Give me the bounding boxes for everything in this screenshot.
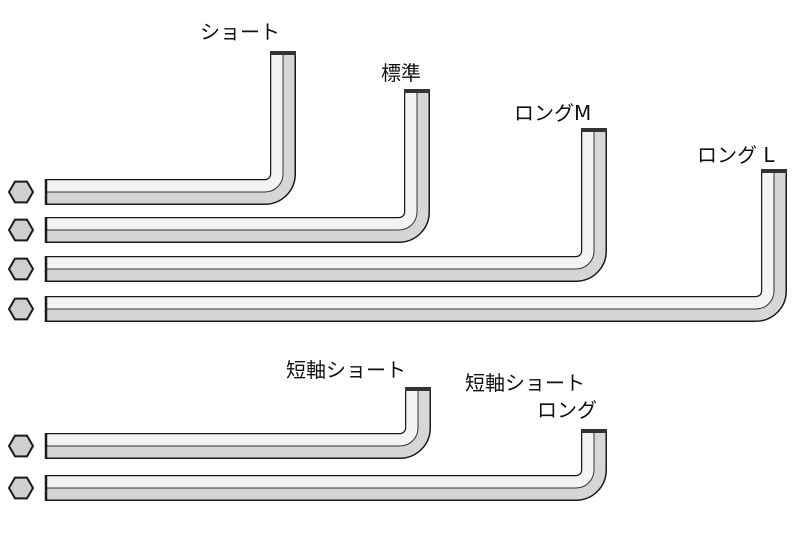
hex-cross-section-icon [7,476,35,500]
label-long-m: ロングM [514,101,592,125]
key-end-cap [761,169,787,173]
key-end-cap [270,51,296,55]
hex-cross-section-icon [7,297,35,321]
label-long-l: ロング L [697,143,775,167]
key-end-cap [581,429,607,433]
label-stubby-short-long-2: ロング [537,398,597,422]
hex-key-long-m [7,128,607,282]
hex-key-stubby-short [7,387,431,459]
label-stubby-short-long-1: 短軸ショート [465,371,585,395]
hex-key-stubby-short-long [7,429,607,501]
hex-cross-section-icon [7,180,35,204]
hex-cross-section-icon [7,218,35,242]
hex-key-long-l [7,169,787,322]
key-end-cap [405,387,431,391]
hex-cross-section-icon [7,434,35,458]
key-end-cap [404,89,430,93]
hex-key-short [7,51,296,205]
label-stubby-short: 短軸ショート [286,358,406,382]
hex-key-standard [7,89,430,243]
hex-cross-section-icon [7,257,35,281]
label-short: ショート [200,20,280,44]
key-end-cap [581,128,607,132]
label-standard: 標準 [381,61,421,85]
